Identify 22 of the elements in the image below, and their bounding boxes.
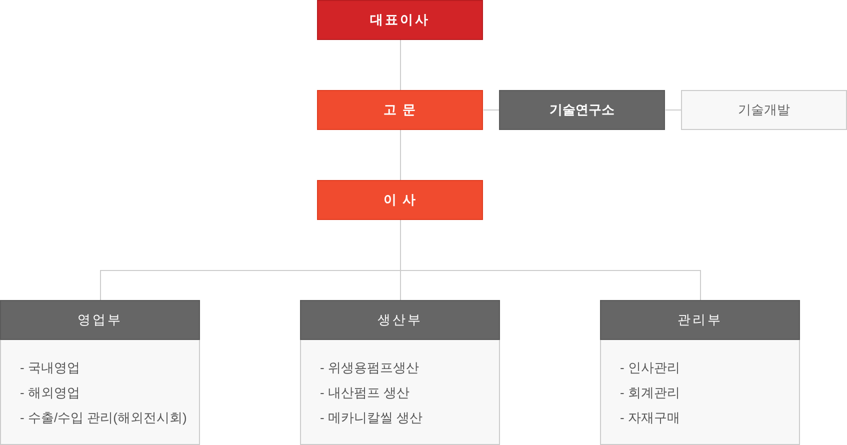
department-card [600,300,800,445]
list-item: - 내산펌프 생산 [320,384,410,402]
org-box: 이 사 [317,180,483,220]
list-item: - 해외영업 [20,384,80,402]
department-card [0,300,200,445]
list-item: - 위생용펌프생산 [320,359,419,377]
department-card [300,300,500,445]
org-box: 대표이사 [317,0,483,40]
department-header: 영업부 [0,300,200,340]
list-item: - 국내영업 [20,359,80,377]
list-item: - 인사관리 [620,359,680,377]
department-header: 생산부 [300,300,500,340]
org-box: 기술연구소 [499,90,665,130]
org-box: 기술개발 [681,90,847,130]
list-item: - 메카니칼씰 생산 [320,409,423,427]
org-box: 고 문 [317,90,483,130]
connector-line [400,40,401,90]
list-item: - 회계관리 [620,384,680,402]
list-item: - 자재구매 [620,409,680,427]
connector-line [400,130,401,180]
department-header: 관리부 [600,300,800,340]
list-item: - 수출/수입 관리(해외전시회) [20,409,187,427]
